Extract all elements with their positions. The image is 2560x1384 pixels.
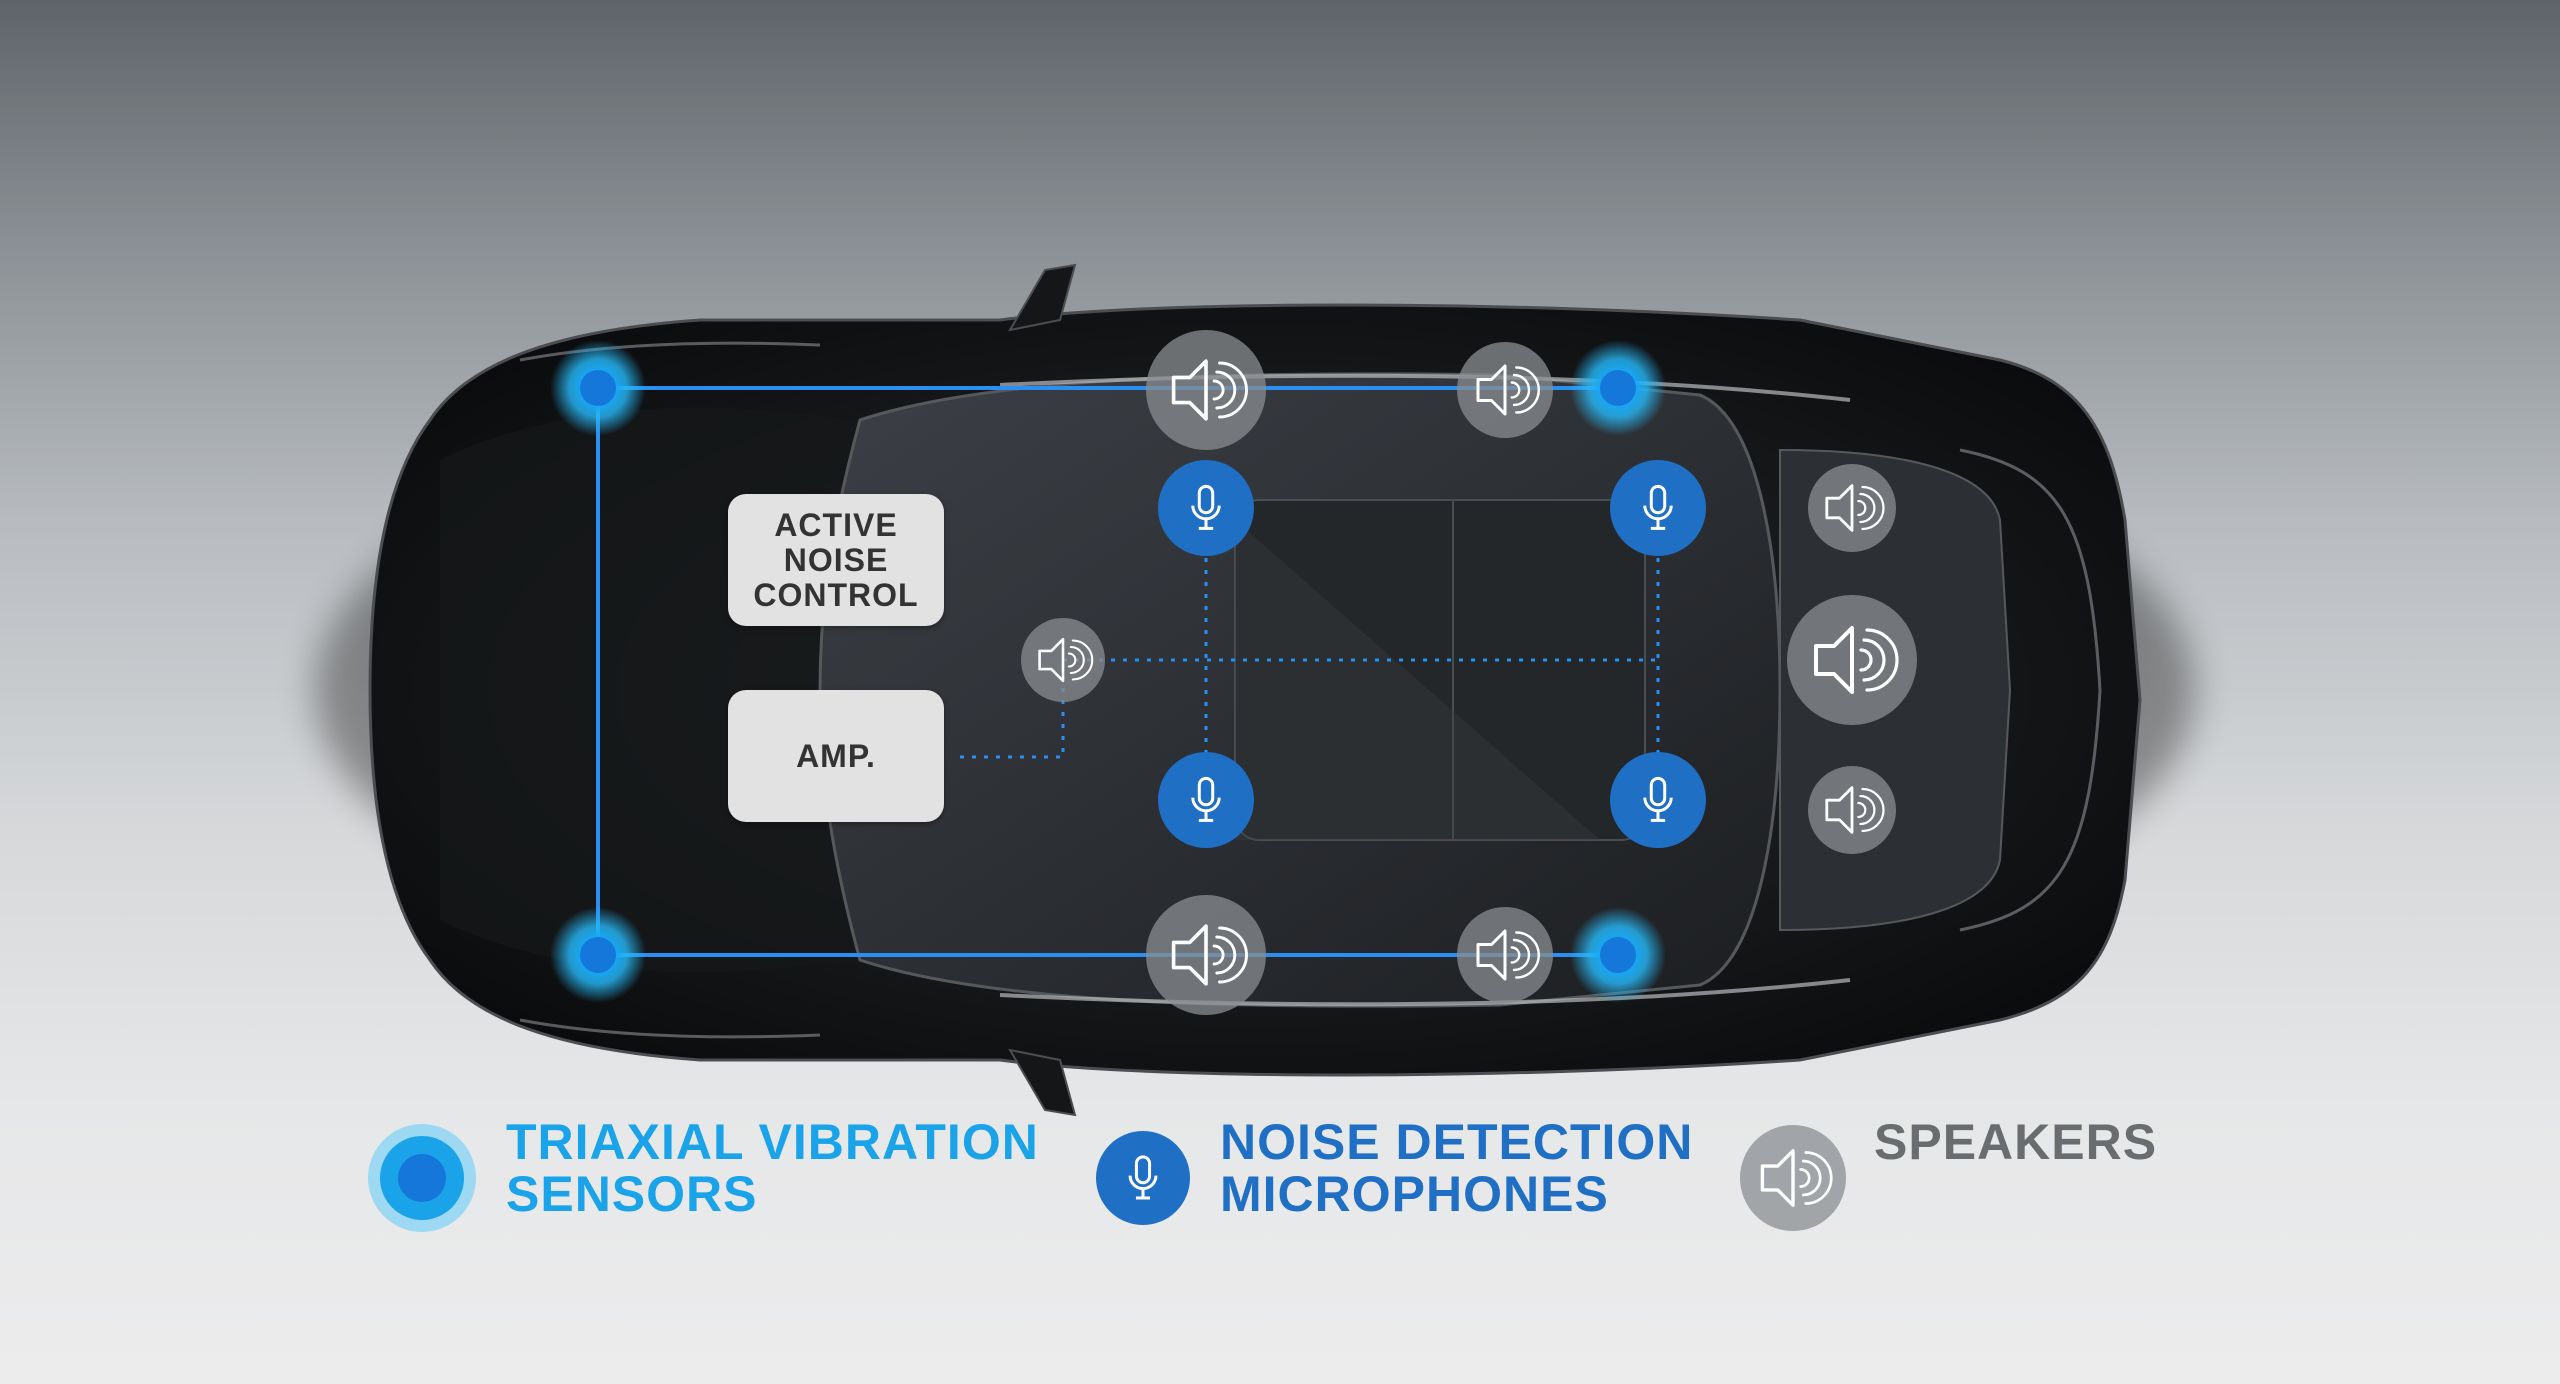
anc-line-3: CONTROL	[753, 576, 919, 613]
legend-vibration-line-1: TRIAXIAL VIBRATION	[506, 1114, 1039, 1170]
legend: TRIAXIAL VIBRATION SENSORS NOISE DETECTI…	[0, 1116, 2560, 1260]
active-noise-control-box: ACTIVE NOISE CONTROL	[728, 494, 944, 626]
speaker-icon	[1146, 895, 1266, 1015]
legend-speakers-line-1: SPEAKERS	[1874, 1114, 2158, 1170]
microphone-icon	[1610, 752, 1706, 848]
legend-mic-line-2: MICROPHONES	[1220, 1166, 1609, 1222]
microphone-wiring	[960, 510, 1660, 800]
microphone-icon	[1096, 1131, 1190, 1225]
anc-line-1: ACTIVE	[774, 506, 898, 543]
speaker-icon	[1740, 1125, 1846, 1231]
amplifier-box: AMP.	[728, 690, 944, 822]
legend-icons	[368, 1124, 476, 1232]
speaker-icon	[1808, 464, 1896, 552]
microphones	[1158, 460, 1706, 848]
microphone-icon	[1158, 752, 1254, 848]
speaker-icon	[1146, 330, 1266, 450]
vibration-sensors	[550, 340, 1666, 1003]
microphone-icon	[1610, 460, 1706, 556]
microphone-icon	[1158, 460, 1254, 556]
speaker-icon	[1457, 342, 1553, 438]
speaker-icon	[1457, 907, 1553, 1003]
speaker-icon	[1808, 766, 1896, 854]
legend-microphones: NOISE DETECTION MICROPHONES	[1096, 1116, 1693, 1228]
legend-speakers: SPEAKERS	[1740, 1116, 2157, 1228]
speaker-icon	[1021, 618, 1105, 702]
legend-mic-line-1: NOISE DETECTION	[1220, 1114, 1694, 1170]
anc-line-2: NOISE	[783, 541, 889, 578]
speaker-icon	[1787, 595, 1917, 725]
legend-vibration-line-2: SENSORS	[506, 1166, 758, 1222]
legend-vibration: TRIAXIAL VIBRATION SENSORS	[370, 1116, 1039, 1228]
amp-label: AMP.	[796, 737, 876, 774]
speakers	[1021, 330, 1917, 1015]
